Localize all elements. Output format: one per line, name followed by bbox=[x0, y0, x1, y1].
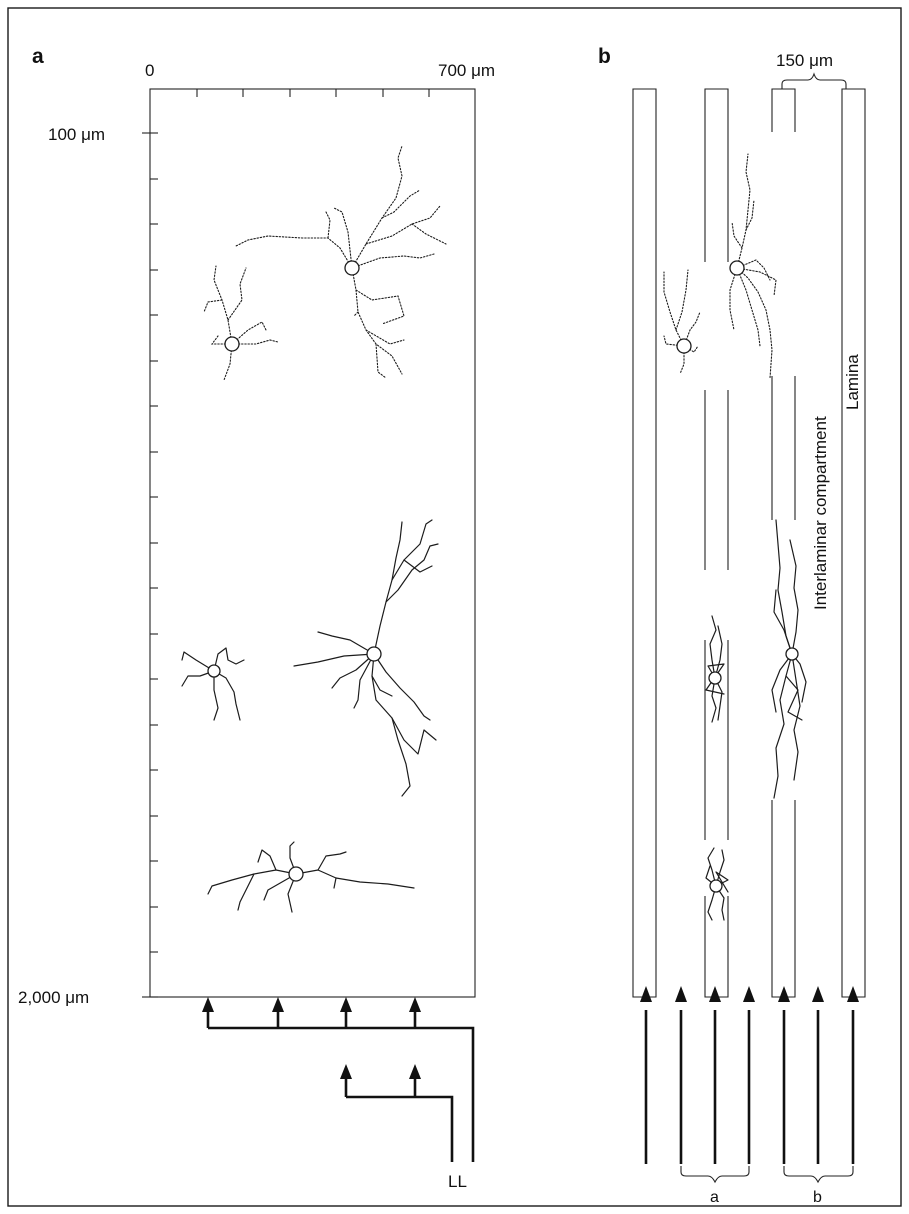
label-lamina: Lamina bbox=[843, 354, 862, 410]
neuron-b4 bbox=[772, 520, 806, 798]
neuron-b2 bbox=[730, 154, 776, 378]
lamina-column-3 bbox=[772, 89, 795, 997]
neuron-b3 bbox=[706, 616, 724, 722]
panel-a-afferents bbox=[202, 997, 473, 1162]
brace-label-b: b bbox=[813, 1189, 822, 1206]
panel-b: b 150 μm Interlaminar compartment bbox=[598, 45, 865, 1206]
neuron-a2 bbox=[204, 266, 278, 380]
panel-a-letter: a bbox=[32, 45, 44, 68]
neuron-a4 bbox=[294, 520, 438, 796]
lamina-column-4 bbox=[842, 89, 865, 997]
neuron-b1 bbox=[664, 270, 700, 374]
brace-label-a: a bbox=[710, 1189, 719, 1206]
neuron-a1 bbox=[236, 146, 446, 378]
neuron-a3 bbox=[182, 648, 244, 720]
panel-b-letter: b bbox=[598, 45, 611, 68]
lamina-column-1 bbox=[633, 89, 656, 997]
figure-frame bbox=[8, 8, 901, 1206]
afferent-label-ll: LL bbox=[448, 1172, 467, 1191]
left-axis-bottom-label: 2,000 μm bbox=[18, 988, 89, 1007]
left-axis-top-label: 100 μm bbox=[48, 125, 105, 144]
scale-brace bbox=[782, 74, 846, 89]
brace-b bbox=[784, 1166, 853, 1182]
top-ticks bbox=[197, 89, 429, 97]
neuron-a5 bbox=[208, 842, 414, 912]
label-interlaminar-compartment: Interlaminar compartment bbox=[811, 416, 830, 610]
panel-a-plot-box bbox=[150, 89, 475, 997]
neuron-b5 bbox=[706, 848, 728, 920]
top-axis-start-label: 0 bbox=[145, 61, 154, 80]
panel-b-afferents bbox=[640, 986, 859, 1164]
top-axis-end-label: 700 μm bbox=[438, 61, 495, 80]
brace-a bbox=[681, 1166, 749, 1182]
scale-label-150: 150 μm bbox=[776, 51, 833, 70]
panel-a: a 0 700 μm 100 μm 2,000 μm bbox=[18, 45, 495, 1191]
